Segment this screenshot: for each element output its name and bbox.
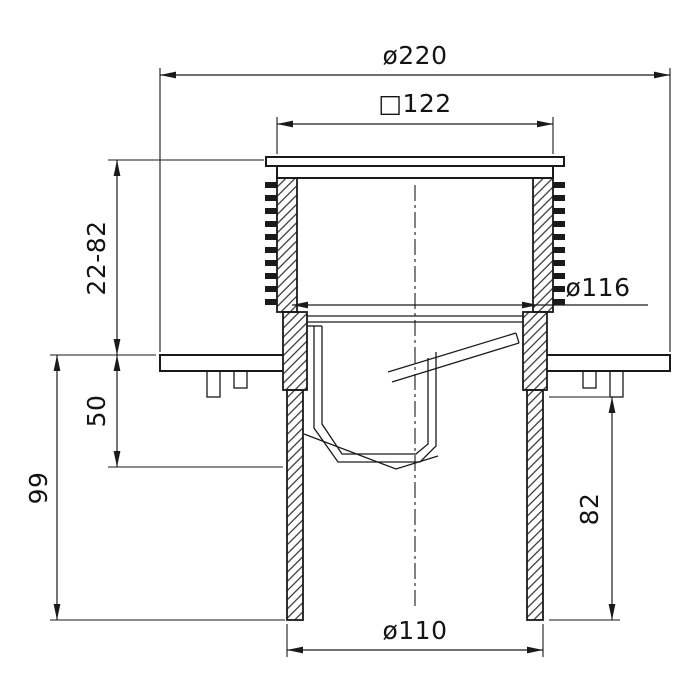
dim-label-overall-diameter: ø220: [382, 41, 447, 70]
right-ratchet-teeth: [553, 182, 565, 310]
outlet-pipe: [286, 389, 544, 621]
dim-label-top-square: □122: [378, 89, 451, 118]
dim-label-installation-depth: 99: [24, 472, 53, 505]
left-ratchet-teeth: [265, 182, 277, 310]
dim-outlet-diameter: ø110: [286, 616, 544, 657]
dim-height-adjustment: 22-82: [50, 159, 264, 356]
dim-overall-diameter: ø220: [159, 41, 671, 352]
odor-trap: [303, 325, 520, 470]
dim-installation-depth: 99: [24, 355, 285, 621]
telescopic-section: [265, 156, 565, 313]
dim-label-outlet-diameter: ø110: [382, 616, 447, 645]
dim-label-outlet-height: 82: [575, 493, 604, 526]
dim-inner-diameter: ø116: [292, 273, 648, 309]
dim-water-seal: 50: [82, 355, 283, 468]
dim-top-square: □122: [276, 89, 554, 154]
drain-body: [282, 311, 548, 391]
dim-label-height-adjustment: 22-82: [82, 220, 111, 295]
dim-outlet-height: 82: [549, 396, 620, 621]
dim-label-water-seal: 50: [82, 395, 111, 428]
dim-label-inner-diameter: ø116: [565, 273, 630, 302]
